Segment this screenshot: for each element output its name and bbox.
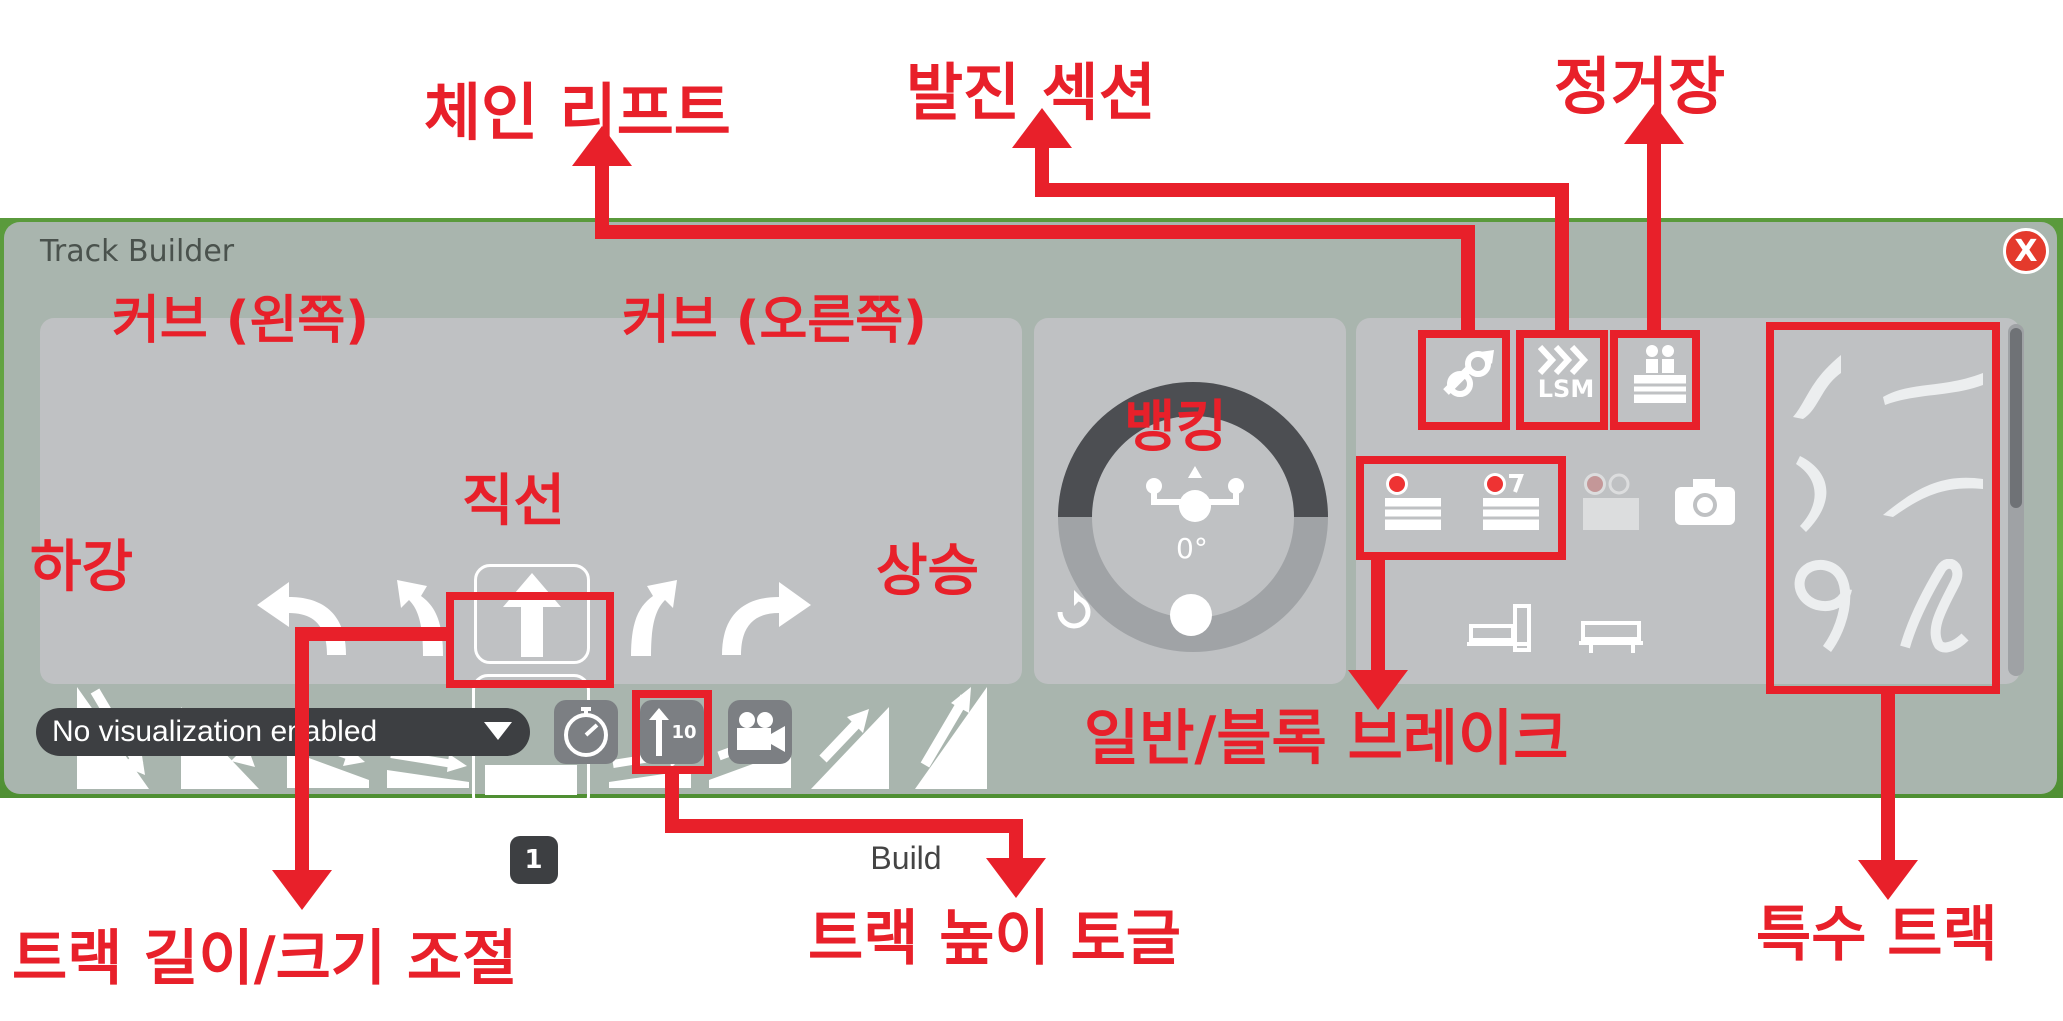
camera-icon <box>1675 479 1735 525</box>
chain-link-icon <box>1443 350 1494 397</box>
station-highlight <box>1610 330 1700 430</box>
stopwatch-button[interactable] <box>554 700 618 764</box>
video-camera-icon <box>737 712 785 752</box>
curve-right-large-button[interactable] <box>712 562 822 662</box>
station-button[interactable] <box>1620 334 1700 414</box>
block-brake-icon <box>1483 473 1539 530</box>
banking-slider-knob[interactable] <box>1170 594 1212 636</box>
slope-up-steep-button[interactable] <box>906 682 996 794</box>
brake-button[interactable] <box>1376 468 1450 538</box>
station-platform-icon <box>1579 621 1643 653</box>
brake-icon <box>1385 473 1441 530</box>
track-builder-window: Track Builder X « <box>4 222 2057 890</box>
special-track-diagonal-button[interactable] <box>1782 344 1852 428</box>
straight-label: 직선 <box>462 469 566 534</box>
curve-right-large-icon <box>722 582 811 655</box>
stopwatch-icon <box>564 707 608 757</box>
chain-lift-highlight <box>1418 330 1510 430</box>
station-entry-button[interactable] <box>1462 602 1538 658</box>
height-arrow-icon <box>649 708 670 756</box>
diagonal-twist-icon <box>1793 355 1841 419</box>
height-toggle-highlight <box>632 690 712 774</box>
slope-up-medium-button[interactable] <box>804 702 896 794</box>
station-label: 정거장 <box>1554 50 1726 123</box>
previous-piece-button[interactable]: « <box>65 818 103 886</box>
special-track-loop-right-button[interactable] <box>1894 556 1974 656</box>
block-brake-button[interactable] <box>1474 468 1548 538</box>
lsm-label: LSM <box>1537 375 1595 403</box>
lsm-launch-button[interactable]: LSM <box>1526 334 1606 414</box>
build-button[interactable]: Build <box>808 826 1004 890</box>
loop-right-icon <box>1900 559 1969 653</box>
special-track-highlight <box>1766 322 2000 694</box>
hook-track-icon <box>1883 477 1983 517</box>
flat-track-icon <box>485 765 577 795</box>
timed-brake-icon <box>1583 473 1639 530</box>
track-height-toggle-button[interactable]: 10 <box>640 700 704 764</box>
close-button[interactable]: X <box>2003 228 2049 274</box>
up-label: 상승 <box>876 539 980 604</box>
special-track-wave-button[interactable] <box>1878 352 1988 422</box>
curve-right-label: 커브 (오른쪽) <box>622 291 927 351</box>
s-curve-icon <box>1796 456 1827 532</box>
loop-left-icon <box>1794 560 1852 652</box>
banking-car-icon <box>1140 460 1250 530</box>
lsm-highlight <box>1516 330 1608 430</box>
station-people-icon <box>1634 345 1686 403</box>
chain-lift-label: 체인 리프트 <box>424 76 731 149</box>
window-title: Track Builder <box>40 234 235 269</box>
height-toggle-label-annotation: 트랙 높이 토글 <box>808 904 1181 974</box>
slope-up-steep-icon <box>915 687 987 789</box>
curve-left-large-button[interactable] <box>246 562 356 662</box>
down-label: 하강 <box>30 535 134 600</box>
brakes-label: 일반/블록 브레이크 <box>1084 704 1569 774</box>
curve-left-label: 커브 (왼쪽) <box>112 291 369 351</box>
wave-track-icon <box>1883 373 1983 405</box>
track-length-highlight <box>446 592 614 688</box>
station-entry-icon <box>1467 604 1531 652</box>
height-toggle-label: 10 <box>671 721 697 743</box>
slope-up-medium-icon <box>811 707 889 789</box>
length-decrease-button[interactable]: − <box>466 837 500 883</box>
special-track-label: 특수 트랙 <box>1756 900 1998 970</box>
special-tracks-scrollbar[interactable] <box>2008 324 2024 676</box>
length-value: 1 <box>509 836 558 884</box>
camera-view-button[interactable] <box>728 700 792 764</box>
track-length-control: − 1 + <box>466 836 601 884</box>
curve-left-large-icon <box>257 582 346 655</box>
reset-icon <box>1057 590 1091 629</box>
launch-chevrons-icon <box>1538 345 1589 375</box>
special-track-loop-left-button[interactable] <box>1782 556 1862 656</box>
brakes-highlight <box>1356 456 1566 560</box>
track-length-label: 트랙 길이/크기 조절 <box>12 924 518 994</box>
banking-angle-value: 0° <box>1176 532 1208 565</box>
special-track-hook-button[interactable] <box>1878 454 1988 524</box>
station-platform-button[interactable] <box>1574 608 1650 658</box>
bulldozer-icon[interactable] <box>118 822 214 888</box>
launch-section-label: 발진 섹션 <box>906 56 1156 129</box>
curve-right-small-button[interactable] <box>622 562 692 662</box>
chain-lift-button[interactable] <box>1430 334 1510 414</box>
reset-banking-button[interactable] <box>1050 588 1098 636</box>
curve-right-small-icon <box>631 580 677 656</box>
banking-label: 뱅킹 <box>1124 395 1228 460</box>
chevron-down-icon <box>484 722 512 740</box>
camera-button[interactable] <box>1670 472 1740 532</box>
timed-brake-button[interactable] <box>1574 468 1648 538</box>
length-increase-button[interactable]: + <box>567 837 602 883</box>
visualization-selected-value: No visualization enabled <box>52 715 378 748</box>
special-track-s-curve-button[interactable] <box>1782 452 1852 536</box>
next-piece-button[interactable]: » <box>229 818 267 886</box>
visualization-dropdown[interactable]: No visualization enabled <box>36 708 530 756</box>
